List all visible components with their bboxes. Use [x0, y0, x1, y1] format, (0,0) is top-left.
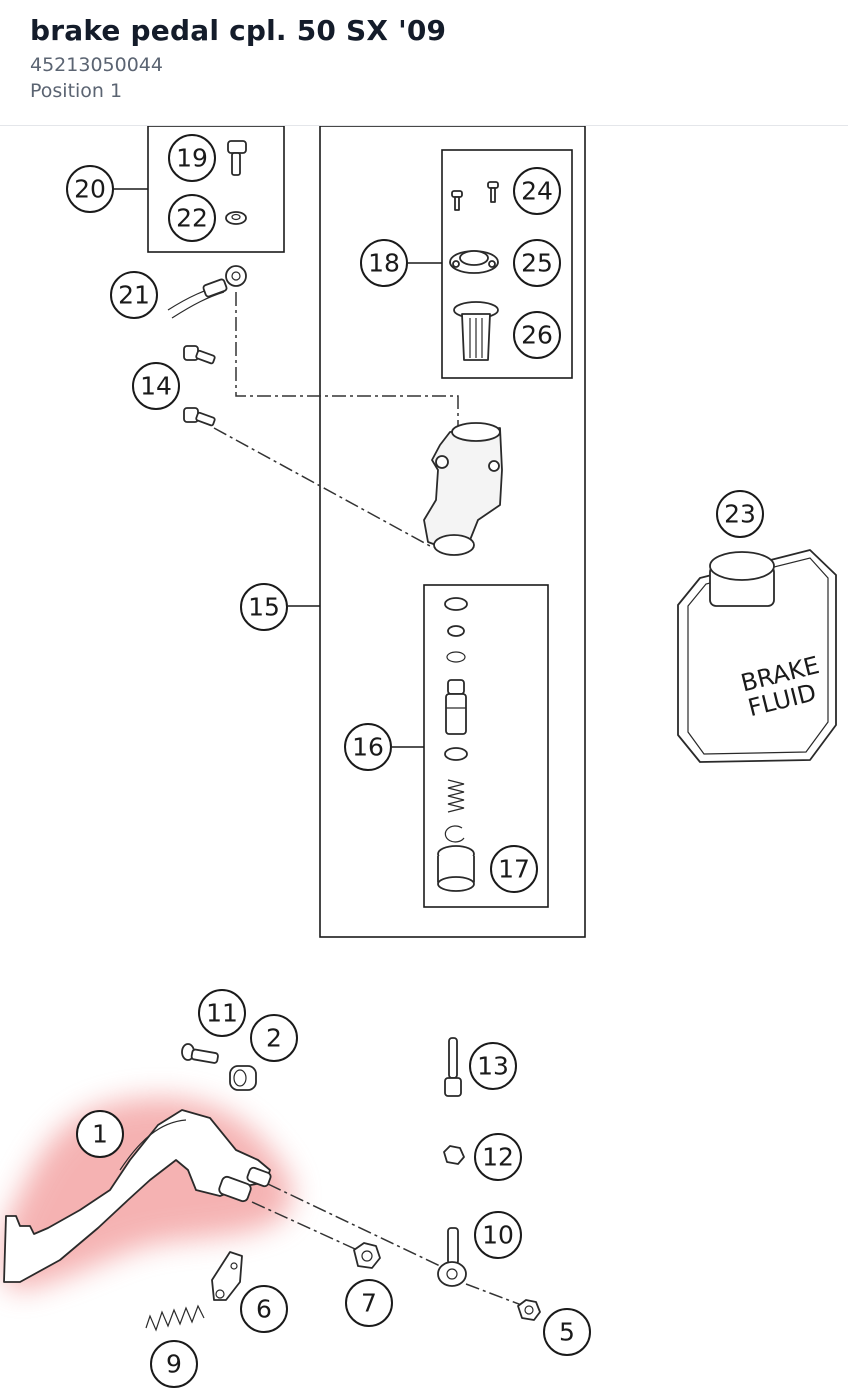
- reservoir-bellows-icon: [453, 301, 499, 361]
- nut-5-icon: [517, 1299, 541, 1321]
- svg-text:12: 12: [482, 1143, 514, 1172]
- svg-text:9: 9: [166, 1350, 182, 1379]
- svg-text:23: 23: [724, 500, 756, 529]
- callout-16[interactable]: 16: [344, 723, 392, 771]
- position-label: Position 1: [30, 80, 123, 102]
- svg-text:20: 20: [74, 175, 106, 204]
- svg-text:11: 11: [206, 999, 238, 1028]
- callout-7[interactable]: 7: [345, 1279, 393, 1327]
- master-cylinder-frame: [319, 126, 586, 938]
- callout-23[interactable]: 23: [716, 490, 764, 538]
- svg-text:14: 14: [140, 372, 172, 401]
- callout-5[interactable]: 5: [543, 1308, 591, 1356]
- svg-text:17: 17: [498, 855, 530, 884]
- svg-text:21: 21: [118, 281, 150, 310]
- svg-text:7: 7: [361, 1289, 377, 1318]
- clevis-icon: [437, 1227, 467, 1287]
- piston-kit-box: [423, 584, 549, 908]
- master-cylinder-icon: [423, 422, 503, 556]
- callout-2[interactable]: 2: [250, 1014, 298, 1062]
- callout-11[interactable]: 11: [198, 989, 246, 1037]
- svg-text:1: 1: [92, 1120, 108, 1149]
- svg-text:5: 5: [559, 1318, 575, 1347]
- callout-12[interactable]: 12: [474, 1133, 522, 1181]
- svg-text:25: 25: [521, 249, 553, 278]
- callout-26[interactable]: 26: [513, 311, 561, 359]
- callout-13[interactable]: 13: [469, 1042, 517, 1090]
- nut-12-icon: [443, 1145, 465, 1165]
- callout-24[interactable]: 24: [513, 167, 561, 215]
- svg-text:22: 22: [176, 204, 208, 233]
- brake-hose-icon: [167, 265, 247, 319]
- nut-7-icon: [353, 1242, 381, 1269]
- svg-text:24: 24: [521, 177, 553, 206]
- callout-9[interactable]: 9: [150, 1340, 198, 1388]
- svg-text:16: 16: [352, 733, 384, 762]
- kit-box-19-22: [147, 126, 285, 253]
- brake-fluid-can-icon: BRAKE FLUID: [677, 549, 837, 763]
- callout-21[interactable]: 21: [110, 271, 158, 319]
- brake-pedal-icon: [3, 1109, 272, 1283]
- svg-text:6: 6: [256, 1295, 272, 1324]
- return-spring-icon: [145, 1304, 205, 1332]
- callout-25[interactable]: 25: [513, 239, 561, 287]
- bolt-14-icon: [183, 345, 216, 427]
- exploded-parts-diagram: BRAKE FLUID: [1, 126, 837, 1388]
- piston-kit-icons: [437, 597, 475, 892]
- bracket-plate-icon: [211, 1251, 243, 1301]
- page-header: brake pedal cpl. 50 SX '09 45213050044 P…: [0, 0, 848, 126]
- callout-19[interactable]: 19: [168, 134, 216, 182]
- part-number: 45213050044: [30, 54, 163, 76]
- callout-18[interactable]: 18: [360, 239, 408, 287]
- callout-22[interactable]: 22: [168, 194, 216, 242]
- svg-text:10: 10: [482, 1221, 514, 1250]
- svg-text:13: 13: [477, 1052, 509, 1081]
- callout-6[interactable]: 6: [240, 1285, 288, 1333]
- svg-text:15: 15: [248, 593, 280, 622]
- svg-text:26: 26: [521, 321, 553, 350]
- svg-text:19: 19: [176, 144, 208, 173]
- screw-icon: [451, 181, 499, 211]
- bolt-icon: [227, 140, 247, 176]
- svg-text:2: 2: [266, 1024, 282, 1053]
- callout-10[interactable]: 10: [474, 1211, 522, 1259]
- pivot-bolt-icon: [181, 1043, 257, 1091]
- adjust-bolt-icon: [444, 1037, 462, 1097]
- callout-14[interactable]: 14: [132, 362, 180, 410]
- callout-1[interactable]: 1: [76, 1110, 124, 1158]
- svg-text:18: 18: [368, 249, 400, 278]
- reservoir-cap-icon: [449, 250, 499, 274]
- callout-15[interactable]: 15: [240, 583, 288, 631]
- reservoir-kit-box: [441, 149, 573, 379]
- washer-icon: [225, 211, 247, 225]
- callout-17[interactable]: 17: [490, 845, 538, 893]
- callout-20[interactable]: 20: [66, 165, 114, 213]
- page-title: brake pedal cpl. 50 SX '09: [30, 14, 447, 47]
